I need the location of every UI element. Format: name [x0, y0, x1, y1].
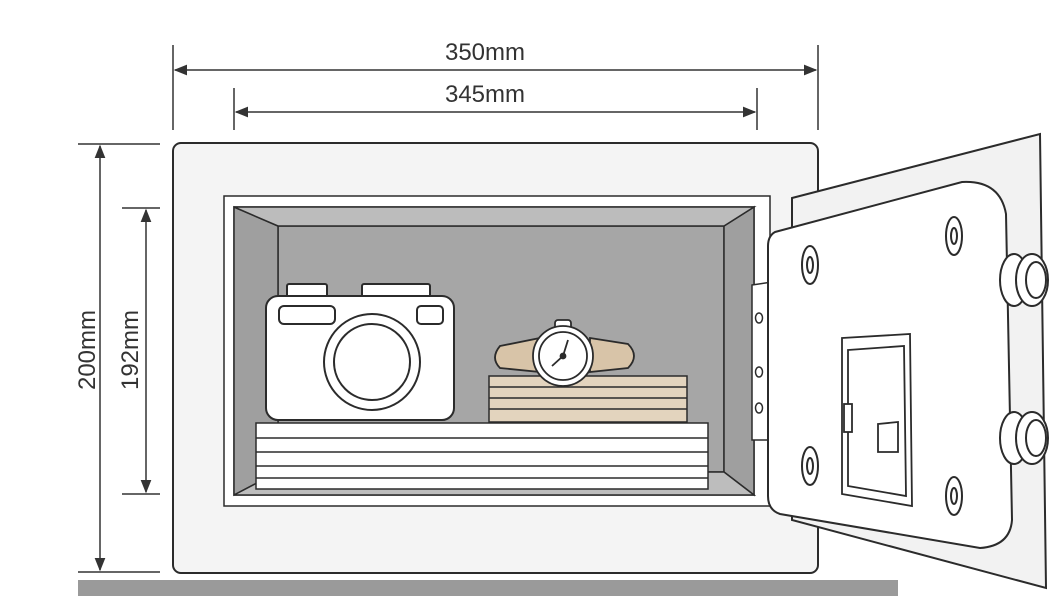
- outer-width-label: 350mm: [445, 39, 525, 66]
- door-lock-knob-bottom: [999, 411, 1049, 465]
- inner-width-dimension: [233, 88, 758, 130]
- floor-bar: [78, 580, 898, 596]
- inner-height-label: 192mm: [117, 310, 144, 390]
- book-stack: [488, 375, 688, 423]
- camera-icon: [265, 283, 455, 421]
- outer-height-dimension: [78, 143, 160, 573]
- keypad-icon: [841, 333, 913, 508]
- paper-stack: [255, 422, 709, 490]
- outer-width-dimension: [172, 45, 819, 130]
- door-lock-knob-top: [999, 253, 1049, 307]
- wristwatch-icon: [494, 319, 635, 387]
- inner-height-dimension: [122, 207, 160, 495]
- inner-width-label: 345mm: [445, 81, 525, 108]
- outer-height-label: 200mm: [74, 310, 101, 390]
